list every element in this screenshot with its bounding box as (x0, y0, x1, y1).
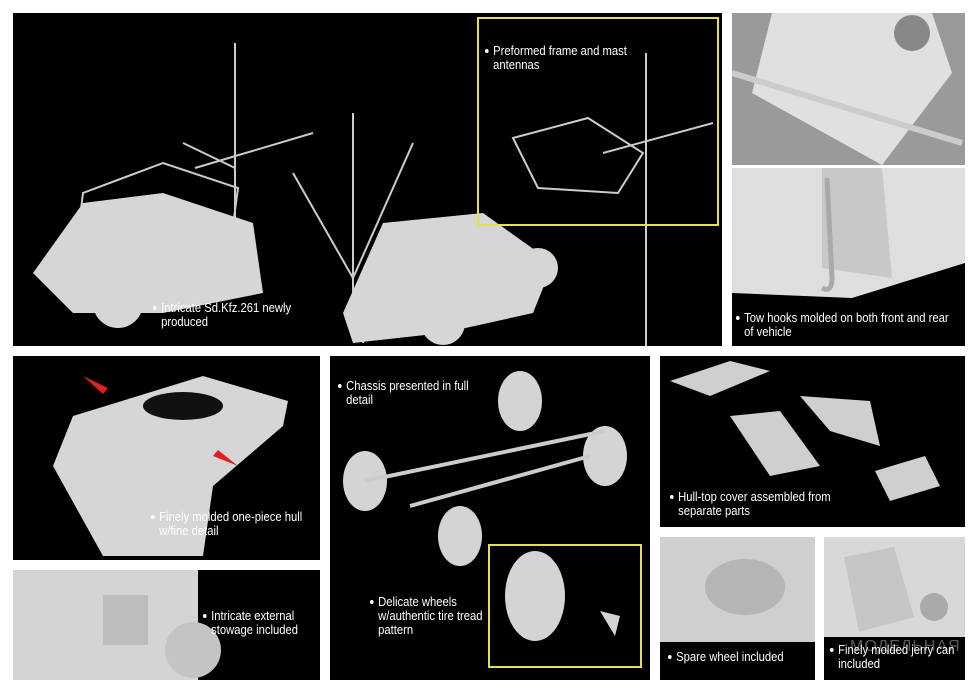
panel-hull-top: Hull-top cover assembled from separate p… (660, 356, 965, 527)
hull-top-render (670, 361, 940, 501)
caption-chassis: Chassis presented in full detail (338, 379, 472, 407)
panel-vehicle-overview: Preformed frame and mast antennas Intric… (13, 13, 722, 346)
panel-front-hooks (732, 13, 965, 165)
panel-chassis: Chassis presented in full detail Delicat… (330, 356, 650, 680)
caption-hull: Finely molded one-piece hull w/fine deta… (151, 510, 312, 538)
wheel-highlight-box (488, 544, 642, 668)
panel-jerry-can: Finely molded jerry can included (824, 537, 965, 680)
caption-vehicle: Intricate Sd.Kfz.261 newly produced (153, 301, 332, 329)
caption-wheels: Delicate wheels w/authentic tire tread p… (370, 595, 486, 637)
caption-antennas: Preformed frame and mast antennas (485, 44, 637, 72)
panel-hull: Finely molded one-piece hull w/fine deta… (13, 356, 320, 560)
watermark: МОДЕЛЬНАЯ (850, 638, 961, 655)
caption-tow-hooks: Tow hooks molded on both front and rear … (736, 311, 951, 339)
spare-wheel-render (660, 537, 815, 642)
caption-spare-wheel: Spare wheel included (668, 650, 815, 664)
front-hooks-render (732, 13, 965, 165)
stowage-render (13, 570, 221, 680)
caption-jerry-can: Finely molded jerry can included (830, 643, 964, 671)
jerry-can-render (824, 537, 965, 637)
tow-hooks-render (732, 168, 965, 298)
hull-render (53, 376, 288, 556)
caption-stowage: Intricate external stowage included (203, 609, 319, 637)
arrow-icon (83, 376, 108, 394)
panel-spare-wheel: Spare wheel included (660, 537, 815, 680)
panel-stowage: Intricate external stowage included (13, 570, 320, 680)
panel-tow-hooks: Tow hooks molded on both front and rear … (732, 168, 965, 346)
chassis-render (343, 371, 627, 641)
vehicle-render (33, 43, 714, 346)
caption-hull-top: Hull-top cover assembled from separate p… (670, 490, 876, 518)
antenna-highlight-box (477, 17, 719, 226)
arrow-icon (213, 450, 238, 466)
